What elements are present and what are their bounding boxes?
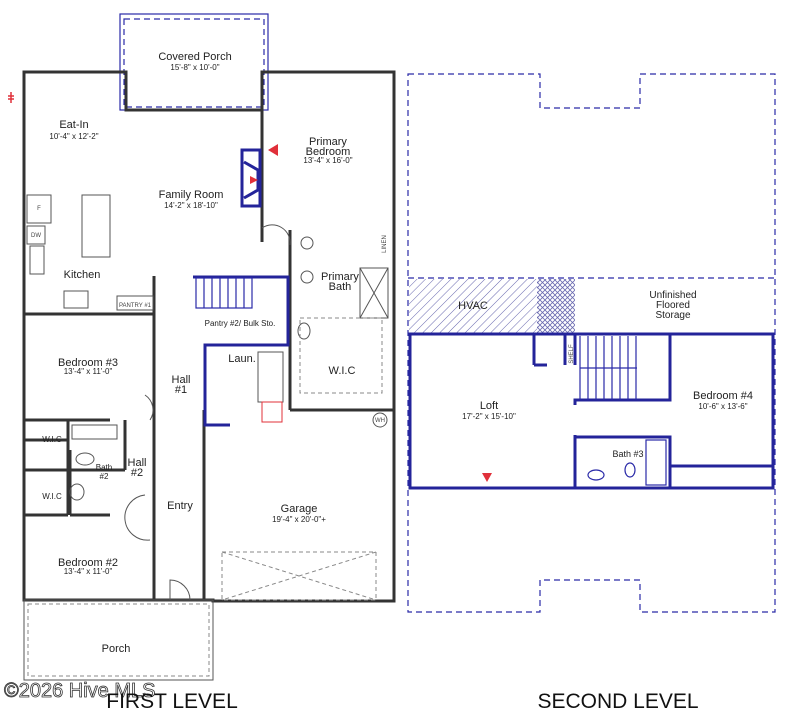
eat-in-label: Eat-In xyxy=(59,119,88,131)
primary-bedroom-label-2: Bedroom xyxy=(306,146,351,158)
pantry2-label: Pantry #2/ Bulk Sto. xyxy=(205,319,276,328)
electric-marker-icon xyxy=(8,92,14,103)
laundry-label: Laun. xyxy=(228,353,256,365)
covered-porch-dim: 15'-8" x 10'-0" xyxy=(170,63,219,72)
wic-b-label: W.I.C xyxy=(42,492,62,501)
roof-outline xyxy=(407,73,776,613)
family-room-label: Family Room xyxy=(159,189,224,201)
bedroom3-label: Bedroom #3 xyxy=(58,357,118,369)
watermark: ©2026 Hive MLS xyxy=(4,680,155,702)
bath2-label-1: Bath xyxy=(96,463,112,472)
loft-label: Loft xyxy=(480,400,498,412)
primary-bath-label-1: Primary xyxy=(321,271,359,283)
hvac-label: HVAC xyxy=(458,300,488,312)
eat-in-dim: 10'-4" x 12'-2" xyxy=(49,132,98,141)
bedroom3-dim: 13'-4" x 11'-0" xyxy=(64,367,113,376)
tv-marker-icon-2 xyxy=(482,473,492,482)
bedroom4-label: Bedroom #4 xyxy=(693,390,753,402)
first-level-plan: F DW WH xyxy=(8,13,396,681)
second-level-title: SECOND LEVEL xyxy=(537,690,698,713)
fireplace-marker-icon xyxy=(250,176,258,184)
family-room-dim: 14'-2" x 18'-10" xyxy=(164,201,218,210)
front-porch-outline xyxy=(23,599,214,681)
hall2-label-2: #2 xyxy=(131,467,143,479)
bedroom4-dim: 10'-6" x 13'-6" xyxy=(698,402,747,411)
dishwasher-label: DW xyxy=(31,233,41,239)
fridge-label: F xyxy=(37,206,41,212)
garage-dim: 19'-4" x 20'-0"+ xyxy=(272,515,326,524)
water-heater xyxy=(372,412,388,428)
kitchen-island xyxy=(81,194,111,258)
hall1-label-2: #1 xyxy=(175,384,187,396)
second-level-walls xyxy=(408,332,775,490)
bedroom2-label: Bedroom #2 xyxy=(58,557,118,569)
range xyxy=(63,290,89,309)
first-level-title: FIRST LEVEL xyxy=(106,690,238,713)
primary-bath-label-2: Bath xyxy=(329,281,352,293)
garage-label: Garage xyxy=(281,503,318,515)
kitchen-label: Kitchen xyxy=(64,269,101,281)
hall2-label-1: Hall xyxy=(128,457,147,469)
covered-porch-label: Covered Porch xyxy=(158,51,231,63)
second-level-plan xyxy=(407,73,776,613)
loft-dim: 17'-2" x 15'-10" xyxy=(462,412,516,421)
bath2-label-2: #2 xyxy=(100,472,109,481)
stairs-second xyxy=(579,336,637,400)
storage-label-2: Floored xyxy=(656,300,690,311)
hvac-area xyxy=(409,279,537,333)
storage-label-1: Unfinished xyxy=(649,290,696,301)
bath3-label: Bath #3 xyxy=(612,449,643,459)
bedroom2-dim: 13'-4" x 11'-0" xyxy=(64,567,113,576)
wic-a-label: W.I.C xyxy=(42,435,62,444)
linen-label: LINEN xyxy=(382,235,388,253)
storage-label-3: Storage xyxy=(655,310,690,321)
primary-bedroom-dim: 13'-4" x 16'-0" xyxy=(303,156,352,165)
hall1-label-1: Hall xyxy=(172,374,191,386)
entry-label: Entry xyxy=(167,500,193,512)
tv-marker-icon xyxy=(268,144,278,156)
stairs-first xyxy=(195,277,253,309)
water-heater-label: WH xyxy=(375,418,385,424)
pantry1-label: PANTRY #1 xyxy=(119,303,152,309)
primary-bedroom-label-1: Primary xyxy=(309,136,347,148)
wic-primary-label: W.I.C xyxy=(329,365,356,377)
shelf-label: SHELF xyxy=(569,344,575,364)
porch-label: Porch xyxy=(102,643,131,655)
